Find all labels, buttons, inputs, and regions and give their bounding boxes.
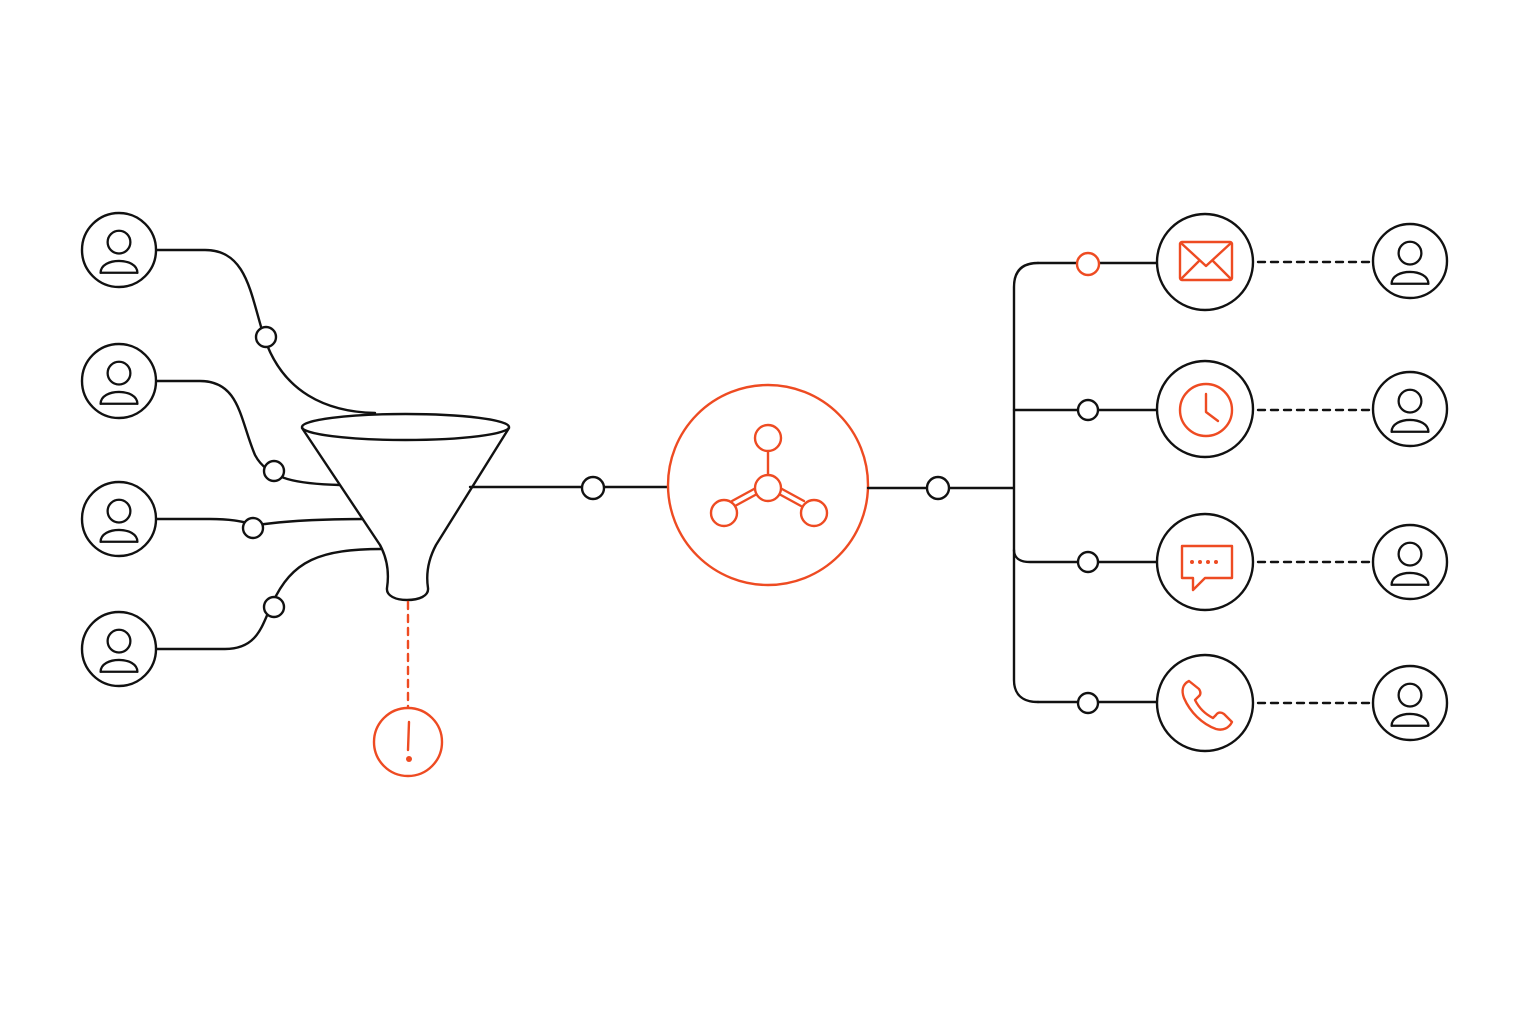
funnel-hub-junction xyxy=(580,475,606,501)
recipient-user-2 xyxy=(1371,370,1449,448)
channel-envelope-circle xyxy=(1155,212,1255,312)
channel-envelope xyxy=(1155,212,1255,312)
input-user-2 xyxy=(80,342,158,420)
network-nodes-icon xyxy=(709,423,829,528)
input-user-3 xyxy=(80,480,158,558)
input-user-4 xyxy=(80,610,158,688)
processing-hub xyxy=(666,383,870,587)
input-junction-3 xyxy=(241,516,265,540)
channel-phone xyxy=(1155,653,1255,753)
input-junction-2 xyxy=(262,459,286,483)
envelope-icon xyxy=(1178,240,1234,282)
channel-chat xyxy=(1155,512,1255,612)
input-junction-1 xyxy=(254,325,278,349)
branch-junction-phone xyxy=(1076,691,1100,715)
channel-phone-circle xyxy=(1155,653,1255,753)
filter-alert xyxy=(372,600,444,778)
channel-chat-circle xyxy=(1155,512,1255,612)
phone-icon xyxy=(1181,679,1234,731)
funnel-rim xyxy=(300,412,511,442)
branch-junction-chat xyxy=(1076,550,1100,574)
recipient-user-4 xyxy=(1371,664,1449,742)
input-user-1 xyxy=(80,211,158,289)
chat-bubble-icon xyxy=(1180,544,1234,592)
branch-junction-envelope xyxy=(1075,251,1101,277)
hub-bus-junction xyxy=(925,475,951,501)
input-junction-4 xyxy=(262,595,286,619)
clock-icon xyxy=(1178,382,1234,438)
branch-junction-clock xyxy=(1076,398,1100,422)
exclamation-alert-icon xyxy=(406,720,412,762)
bus-vertical xyxy=(1012,261,1040,704)
recipient-user-1 xyxy=(1371,222,1449,300)
recipient-user-3 xyxy=(1371,523,1449,601)
channel-clock xyxy=(1155,359,1255,459)
branch-chat xyxy=(1012,548,1160,564)
input-users xyxy=(80,211,385,688)
funnel-icon xyxy=(300,426,511,602)
filter-funnel xyxy=(300,412,511,602)
input-connector-2 xyxy=(155,379,342,487)
distribution-bus xyxy=(1012,251,1160,715)
recipients xyxy=(1256,222,1449,742)
